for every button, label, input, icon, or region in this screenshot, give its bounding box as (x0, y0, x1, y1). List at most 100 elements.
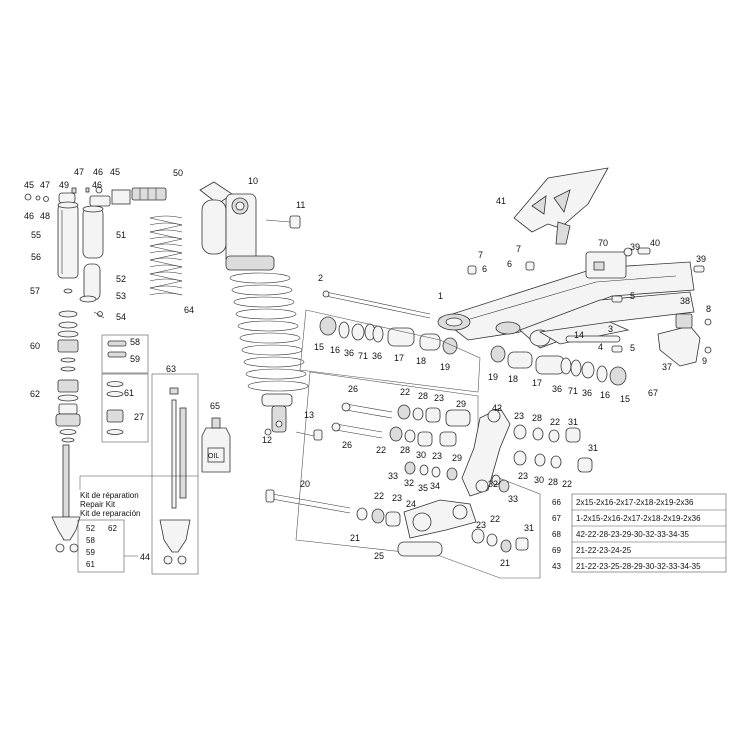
callout-label: 13 (304, 410, 314, 420)
callout-label: 2 (318, 273, 323, 283)
callout-label: 23 (476, 520, 486, 530)
callout-label: 23 (434, 393, 444, 403)
callout-label: 1 (438, 291, 443, 301)
callout-label: 65 (210, 401, 220, 411)
callout-label: 50 (173, 168, 183, 178)
table-ref: 43 (552, 562, 561, 571)
callout-label: 12 (262, 435, 272, 445)
callout-label: 8 (706, 304, 711, 314)
callout-label: 47 (74, 167, 84, 177)
callout-label: 11 (296, 200, 305, 210)
callout-label: 64 (184, 305, 194, 315)
callout-label: 18 (416, 356, 426, 366)
callout-label: 71 (568, 386, 578, 396)
callout-label: 28 (400, 445, 410, 455)
callout-label: 61 (124, 388, 134, 398)
callout-label: 22 (562, 479, 572, 489)
callout-label: 49 (59, 180, 69, 190)
callout-label: 53 (116, 291, 126, 301)
callout-label: 15 (620, 394, 630, 404)
table-ref: 67 (552, 514, 561, 523)
callout-label: 22 (374, 491, 384, 501)
callout-label: 46 (92, 180, 102, 190)
callout-label: 32 (404, 478, 414, 488)
bearing-row-right (490, 345, 627, 386)
linkage (265, 371, 593, 579)
callout-label: 63 (166, 364, 176, 374)
callout-label: 10 (248, 176, 258, 186)
callout-label: 46 (93, 167, 103, 177)
callout-label: 52 (116, 274, 126, 284)
callout-label: 21 (500, 558, 510, 568)
callout-label: 31 (568, 417, 578, 427)
bearing-row-left (299, 309, 481, 393)
callout-label: 67 (648, 388, 658, 398)
table-parts: 1-2x15-2x16-2x17-2x18-2x19-2x36 (576, 514, 701, 523)
callout-label: 34 (430, 481, 440, 491)
callout-label: 15 (314, 342, 324, 352)
callout-label: 36 (552, 384, 562, 394)
callout-label: 70 (598, 238, 608, 248)
repair-kit-title-es: Kit de reparación (80, 509, 140, 518)
repair-kit-item: 59 (86, 548, 95, 557)
repair-kit-title-fr: Kit de réparation (80, 491, 139, 500)
repair-kit-legend: Kit de réparation Repair Kit Kit de repa… (80, 491, 140, 569)
callout-label: 17 (394, 353, 404, 363)
callout-label: 3 (608, 324, 613, 334)
callout-label: 55 (31, 230, 41, 240)
callout-label: 19 (488, 372, 498, 382)
repair-kit-title-en: Repair Kit (80, 500, 116, 509)
callout-label: 36 (344, 348, 354, 358)
callout-label: 25 (374, 551, 384, 561)
callout-label: 17 (532, 378, 542, 388)
callout-label: 5 (630, 291, 635, 301)
callout-label: 47 (40, 180, 50, 190)
callout-label: 23 (392, 493, 402, 503)
callout-label: 29 (452, 453, 462, 463)
callout-label: 62 (30, 389, 40, 399)
callout-label: 14 (574, 330, 584, 340)
callout-label: 28 (548, 477, 558, 487)
callout-label: 30 (534, 475, 544, 485)
callout-label: 20 (300, 479, 310, 489)
callout-label: 38 (680, 296, 690, 306)
callout-labels: 45 47 49 46 47 46 45 46 48 50 10 11 55 5… (24, 167, 711, 568)
callout-label: 16 (600, 390, 610, 400)
callout-label: 22 (550, 417, 560, 427)
callout-label: 57 (30, 286, 40, 296)
repair-kit-item: 62 (108, 524, 117, 533)
callout-label: 37 (662, 362, 672, 372)
callout-label: 44 (140, 552, 150, 562)
callout-label: 26 (342, 440, 352, 450)
callout-label: 32 (488, 479, 498, 489)
callout-label: 71 (358, 351, 368, 361)
table-ref: 69 (552, 546, 561, 555)
callout-label: 42 (492, 403, 502, 413)
callout-label: 45 (110, 167, 120, 177)
callout-label: 39 (630, 242, 640, 252)
callout-label: 22 (400, 387, 410, 397)
callout-label: 26 (348, 384, 358, 394)
table-ref: 68 (552, 530, 561, 539)
callout-label: 22 (490, 514, 500, 524)
callout-label: 23 (514, 411, 524, 421)
repair-kit-item: 61 (86, 560, 95, 569)
callout-label: 6 (482, 264, 487, 274)
callout-label: 56 (31, 252, 41, 262)
callout-label: 39 (696, 254, 706, 264)
callout-label: 31 (588, 443, 598, 453)
callout-label: 35 (418, 483, 428, 493)
table-parts: 42-22-28-23-29-30-32-33-34-35 (576, 530, 690, 539)
callout-label: 54 (116, 312, 126, 322)
shock-absorber (199, 181, 323, 441)
callout-label: 33 (388, 471, 398, 481)
callout-label: 27 (134, 412, 144, 422)
reservoir-parts (24, 186, 231, 575)
callout-label: 36 (372, 351, 382, 361)
callout-label: 22 (376, 445, 386, 455)
callout-label: 6 (507, 259, 512, 269)
callout-label: 7 (478, 250, 483, 260)
repair-kit-item: 58 (86, 536, 95, 545)
oil-label: OIL (208, 453, 219, 460)
spring-64 (149, 215, 183, 296)
